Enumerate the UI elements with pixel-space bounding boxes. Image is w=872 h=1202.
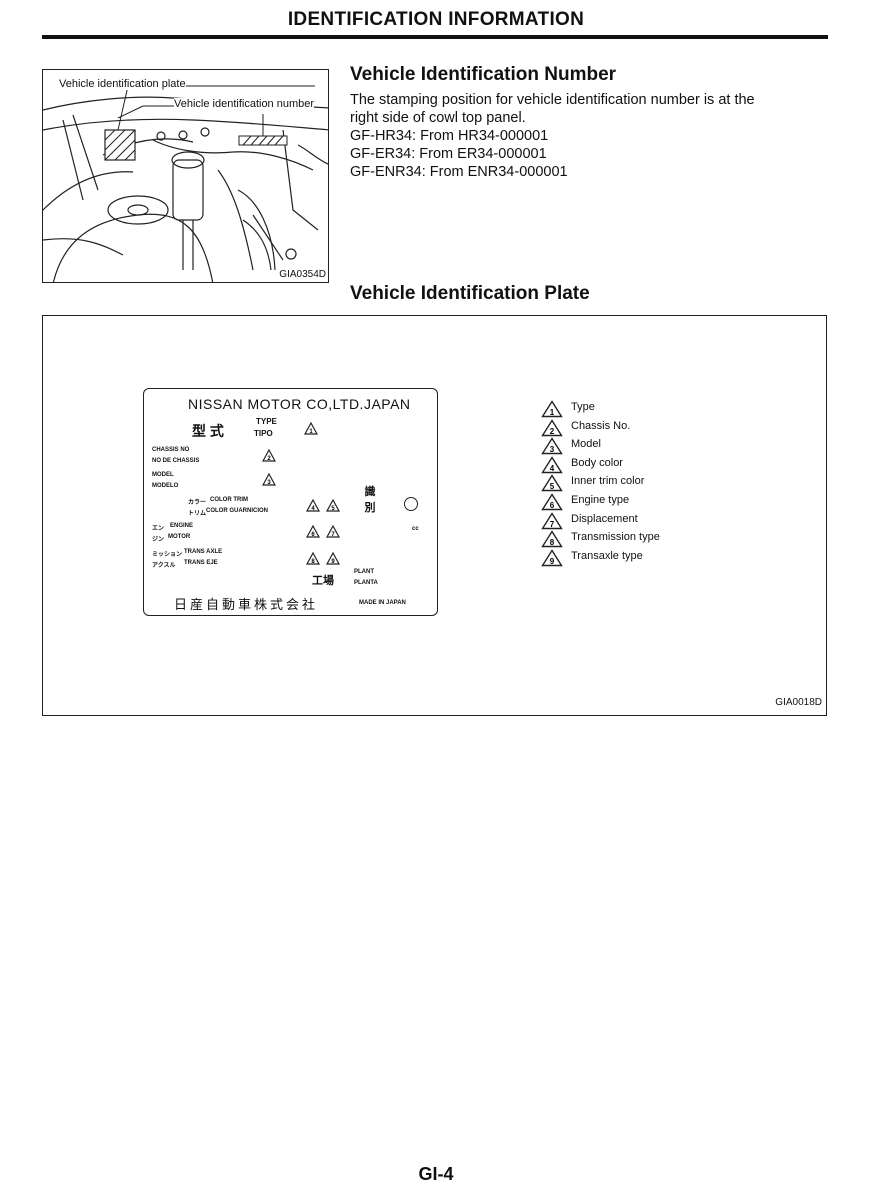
- legend-marker-number: 9: [550, 557, 555, 566]
- legend-marker-icon: 8: [541, 530, 563, 548]
- plate-cc: cc: [412, 526, 419, 532]
- plate-color-en: COLOR TRIM: [210, 497, 248, 503]
- engine-bay-figure: Vehicle identification plate Vehicle ide…: [42, 69, 329, 283]
- plate-engine-en: ENGINE: [170, 523, 194, 529]
- plate-trim-es: COLOR GUARNICION: [206, 508, 268, 514]
- svg-text:4: 4: [311, 506, 315, 512]
- plate-plant-en: PLANT: [354, 569, 374, 575]
- vin-line: GF-ER34: From ER34-000001: [350, 146, 547, 162]
- plate-marker-1: 1: [304, 422, 318, 435]
- plate-marker-6: 6: [306, 525, 320, 538]
- plate-model-en: MODEL: [152, 472, 174, 478]
- legend-marker-icon: 6: [541, 493, 563, 511]
- engine-bay-illustration: [43, 85, 328, 282]
- plate-motor-jp: ジン: [152, 537, 165, 543]
- plate-marker-7: 7: [326, 525, 340, 538]
- vin-heading: Vehicle Identification Number: [350, 64, 617, 85]
- svg-text:3: 3: [267, 480, 271, 486]
- legend-marker-number: 8: [550, 538, 555, 547]
- plate-marker-8: 8: [306, 552, 320, 565]
- svg-text:7: 7: [331, 532, 335, 538]
- legend-label: Chassis No.: [571, 419, 631, 432]
- legend-marker-icon: 9: [541, 548, 563, 567]
- plate-marker-2: 2: [262, 449, 276, 462]
- figure-code: GIA0018D: [775, 697, 822, 708]
- legend-marker-icon: 1: [541, 400, 563, 418]
- plate-plant-es: PLANTA: [354, 580, 378, 586]
- legend-marker-number: 6: [550, 501, 555, 510]
- plate-circle-mark: [404, 497, 418, 511]
- plate-shikibetsu: 識 別: [364, 486, 376, 514]
- vin-description: The stamping position for vehicle identi…: [350, 91, 830, 181]
- svg-text:5: 5: [331, 506, 335, 512]
- callout-vin: Vehicle identification number: [174, 98, 315, 110]
- vin-line: right side of cowl top panel.: [350, 110, 526, 126]
- vin-line: GF-HR34: From HR34-000001: [350, 128, 549, 144]
- plate-marker-3: 3: [262, 473, 276, 486]
- legend-marker-number: 1: [550, 408, 555, 417]
- svg-text:2: 2: [267, 456, 271, 462]
- legend-marker-icon: 4: [541, 455, 563, 474]
- legend-label: Model: [571, 438, 601, 451]
- legend-marker-icon: 2: [541, 418, 563, 437]
- plate-plant-jp: 工場: [312, 575, 334, 587]
- header-rule: [42, 35, 828, 39]
- plate-motor-es: MOTOR: [168, 534, 191, 540]
- plate-maker: NISSAN MOTOR CO,LTD.JAPAN: [188, 396, 411, 412]
- plate-trans-en: TRANS AXLE: [184, 549, 223, 555]
- vin-line: The stamping position for vehicle identi…: [350, 92, 755, 108]
- plate-made-in: MADE IN JAPAN: [359, 600, 406, 606]
- legend-label: Body color: [571, 456, 623, 469]
- callout-vehicle-id-plate: Vehicle identification plate: [59, 78, 186, 90]
- plate-type-jp: 型 式: [192, 423, 224, 439]
- legend-marker-icon: 5: [541, 474, 563, 492]
- plate-chassis-es: NO DE CHASSIS: [152, 458, 200, 464]
- svg-text:1: 1: [309, 429, 313, 435]
- svg-text:6: 6: [311, 532, 315, 538]
- legend-label: Type: [571, 401, 595, 413]
- svg-text:9: 9: [331, 559, 335, 565]
- page-number: GI-4: [418, 1164, 454, 1184]
- plate-type-en: TYPE: [256, 417, 277, 426]
- legend-marker-number: 7: [550, 520, 555, 529]
- page-title: IDENTIFICATION INFORMATION: [287, 9, 585, 30]
- plate-color-jp: カラー: [188, 500, 207, 506]
- legend-label: Inner trim color: [571, 475, 645, 488]
- plate-company-jp: 日産自動車株式会社: [174, 597, 319, 612]
- legend-marker-number: 2: [550, 427, 555, 436]
- vin-line: GF-ENR34: From ENR34-000001: [350, 164, 568, 180]
- legend-label: Transmission type: [571, 531, 660, 544]
- svg-text:8: 8: [311, 559, 315, 565]
- legend-marker-number: 3: [550, 445, 555, 454]
- plate-trans-es: TRANS EJE: [184, 560, 218, 566]
- plate-figure: NISSAN MOTOR CO,LTD.JAPAN 型 式 TYPE TIPO …: [42, 315, 827, 716]
- plate-marker-9: 9: [326, 552, 340, 565]
- plate-engine-jp: エン: [152, 526, 165, 532]
- legend-label: Transaxle type: [571, 549, 643, 562]
- legend-marker-icon: 3: [541, 437, 563, 455]
- plate-mission-jp: ミッション: [152, 552, 183, 558]
- figure-code: GIA0354D: [279, 269, 326, 280]
- plate-marker-5: 5: [326, 499, 340, 512]
- plate-type-es: TIPO: [254, 429, 273, 438]
- plate-trim-jp: トリム: [188, 511, 207, 517]
- legend-label: Engine type: [571, 494, 630, 506]
- legend-marker-number: 5: [550, 482, 555, 491]
- plate-axle-jp: アクスル: [152, 563, 176, 569]
- legend-label: Displacement: [571, 512, 638, 525]
- legend-marker-number: 4: [550, 464, 555, 473]
- identification-plate: NISSAN MOTOR CO,LTD.JAPAN 型 式 TYPE TIPO …: [143, 388, 438, 616]
- plate-chassis-en: CHASSIS NO: [152, 447, 190, 453]
- plate-marker-4: 4: [306, 499, 320, 512]
- plate-heading: Vehicle Identification Plate: [350, 283, 590, 304]
- legend-marker-icon: 7: [541, 511, 563, 530]
- plate-model-es: MODELO: [152, 483, 179, 489]
